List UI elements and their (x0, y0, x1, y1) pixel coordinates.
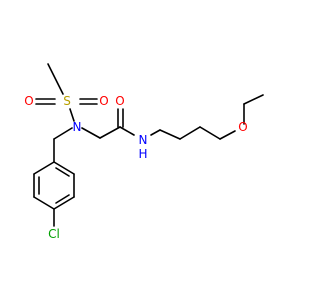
bond-ring-inner-2 (55, 194, 70, 204)
bond-propyl-ether-oxygen (219, 130, 236, 140)
bond-ring-3 (53, 196, 75, 210)
bond-sulfur-nitrogen (69, 108, 75, 122)
atom-labels: S O O N O N H O Cl (24, 94, 247, 241)
bond-ring-6 (33, 161, 55, 175)
ether-oxygen-label: O (238, 120, 247, 134)
amide-nitrogen-label: N (139, 133, 148, 147)
bond-methyl-sulfur (47, 63, 64, 95)
bonds (33, 63, 264, 227)
sulfonyl-oxygen-left-label: O (24, 94, 33, 108)
bond-propyl-3 (199, 126, 221, 140)
bond-propyl-1 (159, 129, 181, 140)
bond-carbonyl-amide-nitrogen (119, 126, 135, 136)
bond-methylene-carbonyl (99, 126, 121, 139)
bond-nitrogen-benzyl (53, 127, 73, 140)
bond-nitrogen-methylene (81, 127, 101, 139)
chlorine-label: Cl (48, 227, 60, 241)
bond-propyl-2 (179, 126, 201, 140)
sulfonamide-nitrogen-label: N (73, 120, 82, 134)
bond-ring-1 (53, 161, 75, 175)
sulfonyl-oxygen-right-label: O (99, 94, 108, 108)
carbonyl-oxygen-label: O (115, 94, 124, 108)
bond-amide-nitrogen-propyl (150, 129, 161, 136)
bond-ring-4 (33, 196, 55, 210)
amide-hydrogen-label: H (138, 147, 147, 161)
sulfur-label: S (63, 94, 71, 108)
bond-ethyl (243, 94, 264, 105)
bond-ring-inner-1 (55, 167, 70, 177)
molecule-structure-diagram: S O O N O N H O Cl (24, 63, 264, 241)
